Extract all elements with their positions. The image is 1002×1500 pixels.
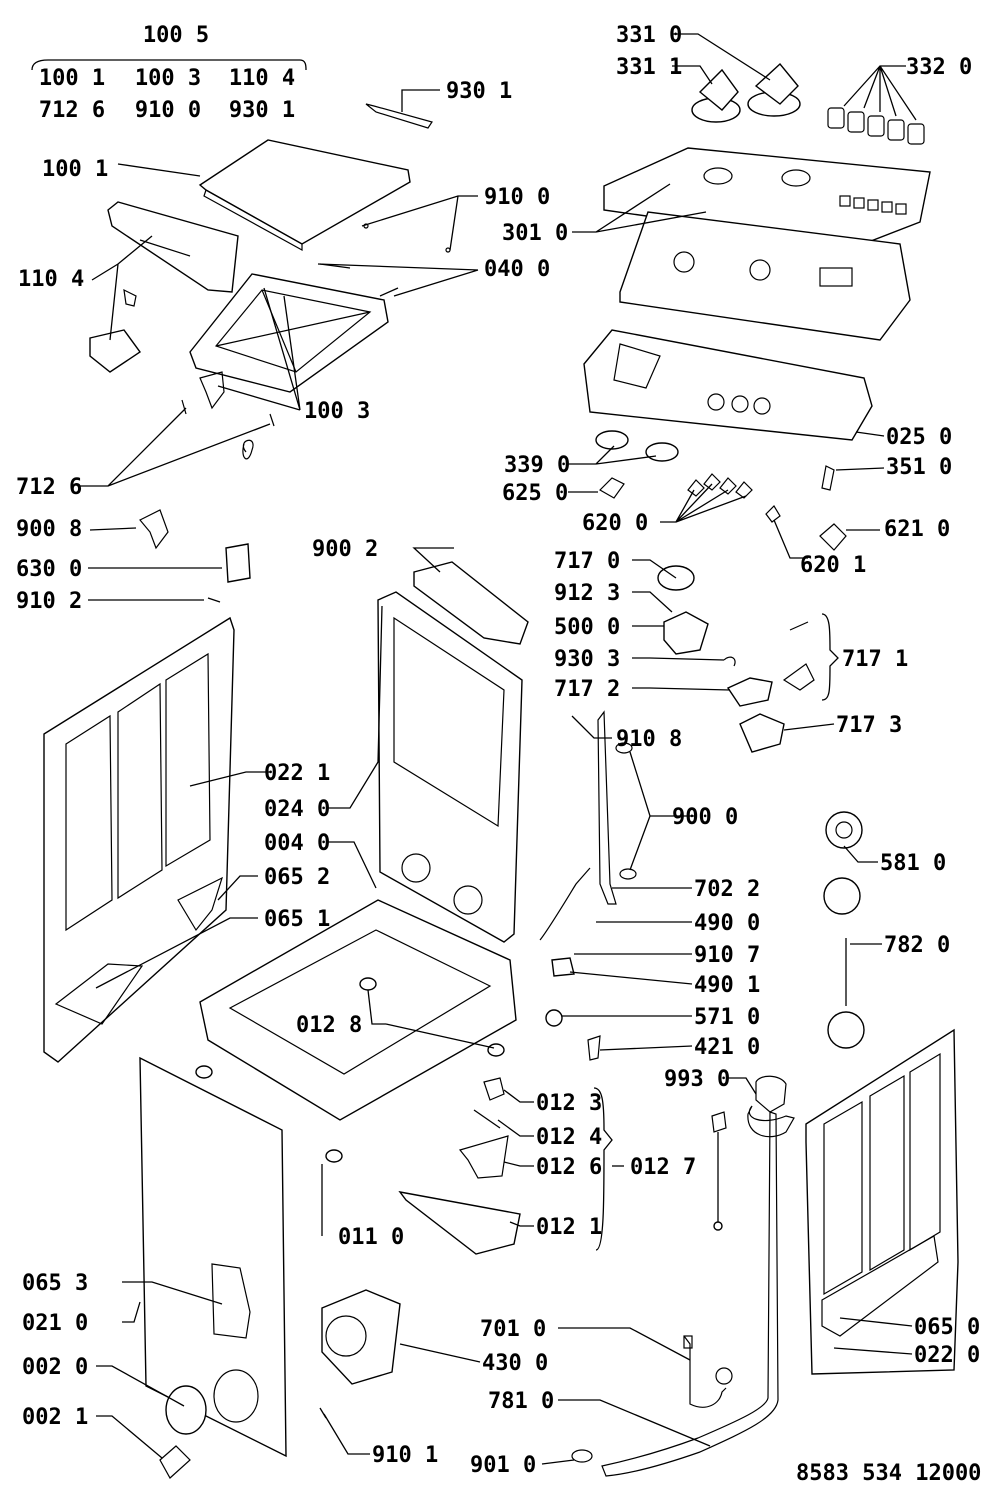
group-item: 712 6 <box>39 98 105 123</box>
left-side-panel-shape <box>43 616 235 1063</box>
callout-label: 012 4 <box>536 1125 602 1150</box>
callout-label: 717 0 <box>554 549 620 574</box>
callout-label: 993 0 <box>664 1067 730 1092</box>
callout-label: 500 0 <box>554 615 620 640</box>
callout-label: 011 0 <box>338 1225 404 1250</box>
callout-label: 012 6 <box>536 1155 602 1180</box>
callout-label: 022 0 <box>914 1343 980 1368</box>
callout-label: 004 0 <box>264 831 330 856</box>
callout-label: 339 0 <box>504 453 570 478</box>
callout-label: 331 1 <box>616 55 682 80</box>
callout-label: 065 3 <box>22 1271 88 1296</box>
callout-label: 002 1 <box>22 1405 88 1430</box>
callout-label: 065 1 <box>264 907 330 932</box>
part-drawings <box>43 62 959 1479</box>
callout-label: 717 3 <box>836 713 902 738</box>
callout-label: 421 0 <box>694 1035 760 1060</box>
callout-label: 490 0 <box>694 911 760 936</box>
callout-label: 024 0 <box>264 797 330 822</box>
callout-label: 717 2 <box>554 677 620 702</box>
group-item: 930 1 <box>229 98 295 123</box>
callout-label: 630 0 <box>16 557 82 582</box>
labels: 100 5 100 1 100 3 110 4 712 6 910 0 930 … <box>16 23 981 1486</box>
callout-label: 910 0 <box>484 185 550 210</box>
callout-label: 717 1 <box>842 647 908 672</box>
group-item: 110 4 <box>229 66 295 91</box>
callout-label: 012 1 <box>536 1215 602 1240</box>
callout-label: 571 0 <box>694 1005 760 1030</box>
callout-label: 782 0 <box>884 933 950 958</box>
callout-label: 910 2 <box>16 589 82 614</box>
leader-lines <box>31 33 917 1465</box>
callout-label: 490 1 <box>694 973 760 998</box>
group-item: 100 3 <box>135 66 201 91</box>
callout-label: 701 0 <box>480 1317 546 1342</box>
callout-label: 351 0 <box>886 455 952 480</box>
callout-label: 712 6 <box>16 475 82 500</box>
callout-label: 620 0 <box>582 511 648 536</box>
callout-label: 900 2 <box>312 537 378 562</box>
callout-label: 040 0 <box>484 257 550 282</box>
lid-shape <box>198 139 411 245</box>
callout-label: 930 1 <box>446 79 512 104</box>
callout-label: 002 0 <box>22 1355 88 1380</box>
callout-label: 910 8 <box>616 727 682 752</box>
callout-label: 100 3 <box>304 399 370 424</box>
callout-label: 430 0 <box>482 1351 548 1376</box>
group-item: 910 0 <box>135 98 201 123</box>
callout-label: 910 7 <box>694 943 760 968</box>
callout-label: 022 1 <box>264 761 330 786</box>
callout-label: 301 0 <box>502 221 568 246</box>
callout-label: 012 8 <box>296 1013 362 1038</box>
callout-label: 781 0 <box>488 1389 554 1414</box>
callout-label: 901 0 <box>470 1453 536 1478</box>
callout-label: 021 0 <box>22 1311 88 1336</box>
callout-label: 900 8 <box>16 517 82 542</box>
callout-label: 012 7 <box>630 1155 696 1180</box>
callout-label: 900 0 <box>672 805 738 830</box>
group-item: 100 1 <box>39 66 105 91</box>
callout-label: 100 1 <box>42 157 108 182</box>
callout-label: 912 3 <box>554 581 620 606</box>
callout-label: 331 0 <box>616 23 682 48</box>
callout-label: 625 0 <box>502 481 568 506</box>
callout-label: 910 1 <box>372 1443 438 1468</box>
group-heading: 100 5 <box>143 23 209 48</box>
callout-label: 065 0 <box>914 1315 980 1340</box>
document-code: 8583 534 12000 <box>796 1461 981 1486</box>
callout-label: 332 0 <box>906 55 972 80</box>
callout-label: 702 2 <box>694 877 760 902</box>
callout-label: 620 1 <box>800 553 866 578</box>
callout-label: 012 3 <box>536 1091 602 1116</box>
callout-label: 110 4 <box>18 267 84 292</box>
callout-label: 581 0 <box>880 851 946 876</box>
callout-label: 621 0 <box>884 517 950 542</box>
front-panel-shape <box>139 1056 287 1458</box>
callout-label: 930 3 <box>554 647 620 672</box>
callout-label: 065 2 <box>264 865 330 890</box>
callout-label: 025 0 <box>886 425 952 450</box>
base-frame-shape <box>199 899 517 1121</box>
